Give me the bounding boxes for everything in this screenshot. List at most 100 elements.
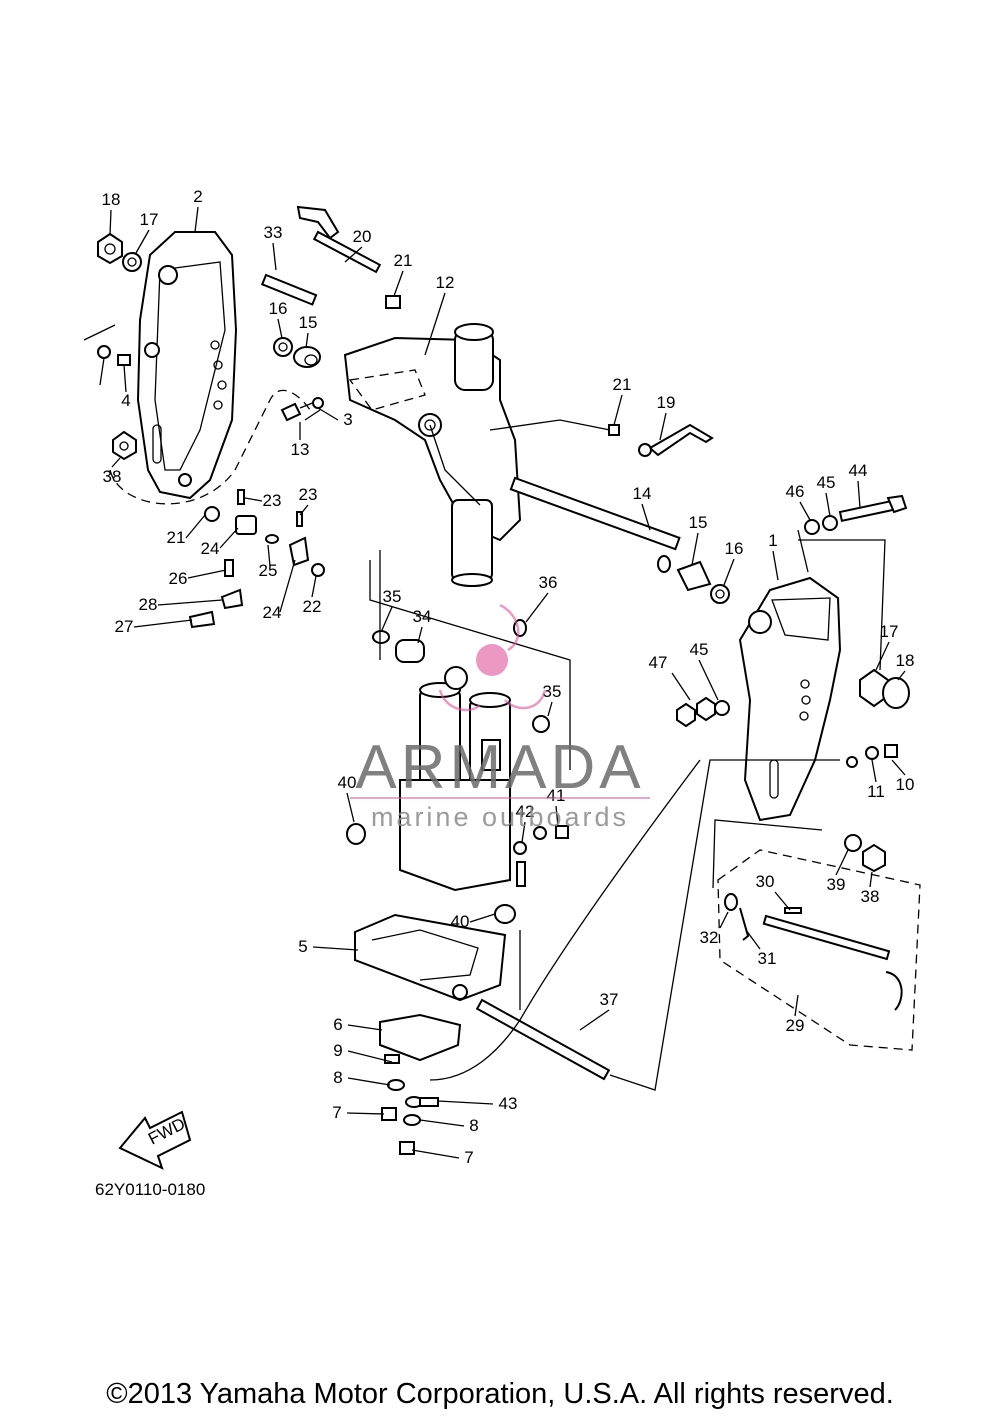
leader-line bbox=[555, 805, 559, 827]
callout-39: 39 bbox=[827, 875, 846, 894]
nuts-47 bbox=[676, 696, 716, 728]
grommets-40 bbox=[346, 823, 516, 924]
leader-line bbox=[317, 407, 339, 421]
callout-36: 36 bbox=[539, 573, 558, 592]
grease-nipple-21-top bbox=[385, 295, 401, 309]
leader-line bbox=[547, 701, 553, 717]
callout-2: 2 bbox=[193, 187, 202, 206]
leader-line bbox=[111, 457, 121, 468]
leader-line bbox=[299, 504, 309, 516]
small-parts-41-42 bbox=[513, 825, 569, 887]
callout-33: 33 bbox=[264, 223, 283, 242]
leader-line bbox=[185, 514, 206, 539]
callout-10: 10 bbox=[896, 775, 915, 794]
callout-15: 15 bbox=[299, 313, 318, 332]
callout-5: 5 bbox=[298, 937, 307, 956]
callout-34: 34 bbox=[413, 607, 432, 626]
leader-line bbox=[869, 871, 873, 888]
bushing-15-upper bbox=[293, 346, 321, 368]
leader-line bbox=[219, 527, 239, 549]
washers-45-46 bbox=[714, 515, 838, 716]
callout-8: 8 bbox=[333, 1068, 342, 1087]
callout-43: 43 bbox=[499, 1094, 518, 1113]
callout-24: 24 bbox=[201, 539, 220, 558]
callout-21: 21 bbox=[167, 528, 186, 547]
callout-40: 40 bbox=[338, 773, 357, 792]
bolt-10-washer-11 bbox=[846, 744, 898, 768]
leader-line bbox=[857, 480, 861, 509]
leader-line bbox=[891, 759, 906, 776]
callout-38: 38 bbox=[103, 467, 122, 486]
leader-line bbox=[774, 891, 791, 911]
leader-line bbox=[133, 619, 193, 628]
callout-35: 35 bbox=[543, 682, 562, 701]
propeller-logo-icon bbox=[438, 603, 547, 712]
leader-line bbox=[419, 1119, 465, 1127]
callout-28: 28 bbox=[139, 595, 158, 614]
callout-23: 23 bbox=[299, 485, 318, 504]
leader-line bbox=[525, 592, 549, 623]
callout-21: 21 bbox=[613, 375, 632, 394]
bushing-15-right bbox=[676, 560, 712, 592]
callout-19: 19 bbox=[657, 393, 676, 412]
left-clamp-bracket bbox=[136, 231, 238, 500]
callout-30: 30 bbox=[756, 872, 775, 891]
bolt-44 bbox=[838, 494, 908, 522]
callout-11: 11 bbox=[867, 782, 885, 801]
leader-line bbox=[437, 1100, 494, 1105]
callout-24: 24 bbox=[263, 603, 282, 622]
leader-line bbox=[187, 569, 227, 579]
washer-17-left bbox=[122, 252, 142, 272]
callout-23: 23 bbox=[263, 491, 282, 510]
nut-38-left bbox=[112, 430, 137, 461]
washer-16-right bbox=[710, 584, 730, 604]
watermark-tagline: marine outboards bbox=[371, 802, 629, 832]
callout-25: 25 bbox=[259, 561, 278, 580]
leader-line bbox=[613, 394, 623, 426]
leader-line bbox=[279, 559, 296, 613]
callout-3: 3 bbox=[343, 410, 352, 429]
washer-16-upper bbox=[273, 337, 293, 357]
callout-35: 35 bbox=[383, 587, 402, 606]
callout-32: 32 bbox=[700, 928, 719, 947]
leader-line bbox=[272, 242, 277, 271]
callout-47: 47 bbox=[649, 653, 668, 672]
leader-line bbox=[871, 759, 877, 783]
cap-18-right bbox=[882, 677, 910, 709]
watermark-brand: ARMADA bbox=[355, 733, 644, 802]
leader-line bbox=[521, 821, 526, 843]
copyright-notice: ©2013 Yamaha Motor Corporation, U.S.A. A… bbox=[106, 1378, 894, 1410]
leader-line bbox=[897, 670, 906, 681]
leader-line bbox=[305, 332, 309, 349]
callout-27: 27 bbox=[115, 617, 134, 636]
callout-20: 20 bbox=[353, 227, 372, 246]
callout-22: 22 bbox=[303, 597, 322, 616]
callout-38: 38 bbox=[861, 887, 880, 906]
callout-45: 45 bbox=[817, 473, 836, 492]
callout-17: 17 bbox=[140, 210, 159, 229]
leader-line bbox=[719, 911, 729, 929]
callout-6: 6 bbox=[333, 1015, 342, 1034]
leader-line bbox=[393, 270, 404, 297]
leader-line bbox=[659, 412, 667, 441]
leader-line bbox=[244, 497, 263, 502]
leader-line bbox=[346, 792, 355, 823]
power-trim-tilt-unit bbox=[399, 666, 511, 892]
leader-line bbox=[267, 544, 271, 567]
leader-line bbox=[825, 492, 831, 517]
pivot-shaft-36-34-35 bbox=[372, 619, 550, 733]
leader-line bbox=[347, 1050, 393, 1063]
leader-line bbox=[312, 946, 359, 951]
leader-line bbox=[109, 209, 112, 236]
leader-line bbox=[723, 558, 735, 586]
callout-4: 4 bbox=[121, 391, 130, 410]
callout-46: 46 bbox=[786, 482, 805, 501]
callout-37: 37 bbox=[600, 990, 619, 1009]
leader-line bbox=[469, 913, 496, 923]
leader-line bbox=[346, 1112, 385, 1115]
callout-26: 26 bbox=[169, 569, 188, 588]
callout-31: 31 bbox=[758, 949, 777, 968]
diagram-code: 62Y0110-0180 bbox=[95, 1180, 205, 1199]
